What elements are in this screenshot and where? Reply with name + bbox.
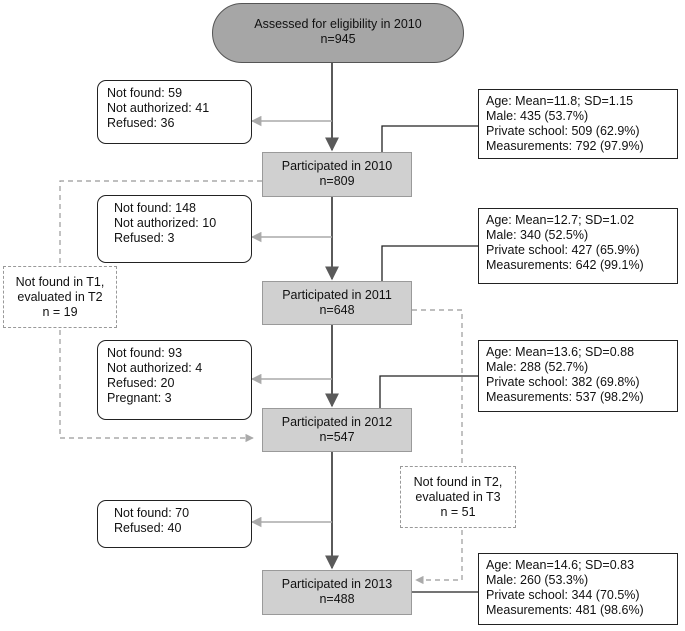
stage-box-2013: Participated in 2013 n=488: [262, 570, 412, 615]
exclusion-line: Not found: 70: [114, 506, 190, 520]
descriptive-connector: [379, 375, 478, 409]
exclusion-line: Pregnant: 3: [107, 391, 172, 405]
exclusion-box-2013: Not found: 70 Refused: 40: [97, 500, 252, 548]
descriptive-line: Male: 435 (53.7%): [486, 109, 589, 123]
start-title: Assessed for eligibility in 2010: [254, 17, 422, 31]
stage-count: n=488: [319, 592, 355, 606]
descriptive-line: Measurements: 792 (97.9%): [486, 139, 644, 153]
exclusion-line: Refused: 40: [114, 521, 182, 535]
exclusion-line: Not authorized: 41: [107, 101, 210, 115]
descriptive-line: Age: Mean=13.6; SD=0.88: [486, 345, 635, 359]
stage-count: n=809: [319, 174, 355, 188]
exclusion-line: Refused: 36: [107, 116, 175, 130]
descriptives-box-2011: Age: Mean=12.7; SD=1.02 Male: 340 (52.5%…: [478, 208, 678, 284]
stage-box-2012: Participated in 2012 n=547: [262, 408, 412, 452]
note-line: evaluated in T3: [415, 490, 501, 504]
stage-title: Participated in 2011: [282, 288, 392, 302]
descriptives-box-2010: Age: Mean=11.8; SD=1.15 Male: 435 (53.7%…: [478, 89, 678, 159]
descriptive-line: Measurements: 537 (98.2%): [486, 390, 644, 404]
exclusion-line: Not found: 148: [114, 201, 197, 215]
descriptive-line: Male: 260 (53.3%): [486, 573, 589, 587]
note-box-t2: Not found in T2, evaluated in T3 n = 51: [400, 466, 516, 528]
stage-count: n=547: [319, 430, 355, 444]
descriptives-box-2013: Age: Mean=14.6; SD=0.83 Male: 260 (53.3%…: [478, 553, 678, 625]
eligibility-start-box: Assessed for eligibility in 2010 n=945: [212, 3, 464, 63]
descriptive-line: Age: Mean=11.8; SD=1.15: [486, 94, 634, 108]
exclusion-line: Refused: 20: [107, 376, 175, 390]
note-line: n = 19: [42, 305, 78, 319]
exclusion-line: Refused: 3: [114, 231, 175, 245]
exclusion-line: Not found: 59: [107, 86, 183, 100]
note-line: evaluated in T2: [17, 290, 103, 304]
stage-title: Participated in 2010: [281, 159, 393, 173]
descriptive-line: Male: 288 (52.7%): [486, 360, 589, 374]
note-line: Not found in T1,: [15, 275, 105, 289]
descriptive-line: Measurements: 642 (99.1%): [486, 258, 644, 272]
start-count: n=945: [320, 32, 356, 46]
descriptive-line: Age: Mean=14.6; SD=0.83: [486, 558, 635, 572]
stage-title: Participated in 2012: [281, 415, 393, 429]
exclusion-line: Not found: 93: [107, 346, 183, 360]
descriptives-box-2012: Age: Mean=13.6; SD=0.88 Male: 288 (52.7%…: [478, 340, 678, 412]
exclusion-line: Not authorized: 10: [114, 216, 217, 230]
exclusion-box-2011: Not found: 148 Not authorized: 10 Refuse…: [97, 195, 252, 263]
descriptive-connector: [381, 125, 478, 152]
exclusion-line: Not authorized: 4: [107, 361, 203, 375]
exclusion-box-2010: Not found: 59 Not authorized: 41 Refused…: [97, 80, 252, 144]
stage-box-2010: Participated in 2010 n=809: [262, 152, 412, 197]
reentry-arrow-t2: [412, 309, 463, 585]
stage-title: Participated in 2013: [281, 577, 393, 591]
descriptive-line: Male: 340 (52.5%): [486, 228, 589, 242]
stage-count: n=648: [319, 303, 355, 317]
descriptive-line: Measurements: 481 (98.6%): [486, 603, 644, 617]
note-line: Not found in T2,: [413, 475, 503, 489]
note-box-t1: Not found in T1, evaluated in T2 n = 19: [3, 266, 117, 328]
descriptive-connector: [381, 245, 478, 282]
descriptive-line: Private school: 344 (70.5%): [486, 588, 640, 602]
descriptive-line: Age: Mean=12.7; SD=1.02: [486, 213, 635, 227]
descriptive-line: Private school: 509 (62.9%): [486, 124, 640, 138]
exclusion-box-2012: Not found: 93 Not authorized: 4 Refused:…: [97, 340, 252, 420]
note-line: n = 51: [440, 505, 476, 519]
descriptive-line: Private school: 427 (65.9%): [486, 243, 640, 257]
reentry-arrow-t1: [59, 180, 262, 443]
descriptive-line: Private school: 382 (69.8%): [486, 375, 640, 389]
stage-box-2011: Participated in 2011 n=648: [262, 281, 412, 325]
